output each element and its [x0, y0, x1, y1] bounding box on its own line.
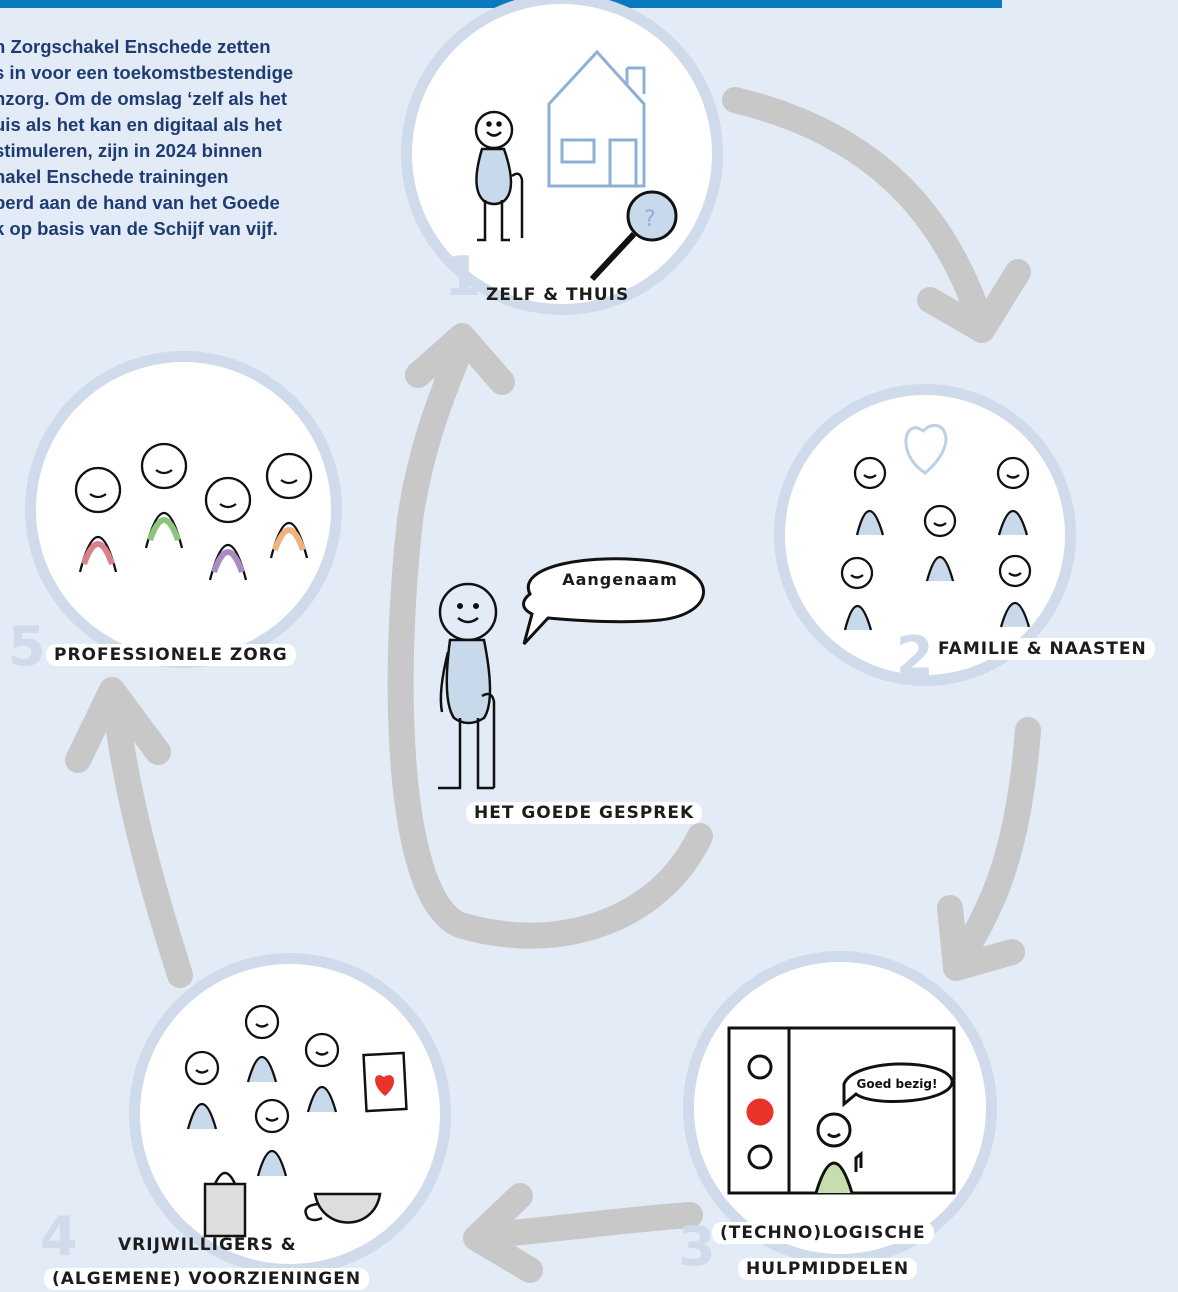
arrow-1-to-2: [722, 87, 993, 333]
top-banner: [0, 0, 1002, 8]
arrow-head-4-5: [65, 677, 171, 773]
step-5-number: 5: [8, 615, 46, 678]
arrow-3-to-4: [467, 1202, 703, 1249]
step-3-circle: Goed bezig!: [694, 962, 986, 1254]
step-4-number: 4: [40, 1205, 78, 1268]
arrow-head-center-1: [405, 323, 515, 395]
center-person-figure: [438, 557, 705, 790]
center-speech: Aangenaam: [562, 570, 678, 589]
step-1-number: 1: [444, 245, 482, 308]
arrow-head-2-3: [937, 895, 1025, 981]
arrow-head-1-2: [917, 259, 1031, 343]
arrow-4-to-5: [102, 687, 193, 988]
volunteer-figures: [184, 1004, 340, 1177]
family-figures: [840, 456, 1032, 631]
cane-icon: [481, 692, 496, 788]
heart-icon: [904, 423, 948, 475]
magnifier-icon: ?: [589, 190, 678, 282]
screen-speech: Goed bezig!: [857, 1077, 938, 1091]
step-4-label-line1: Vrijwilligers &: [118, 1235, 297, 1255]
svg-text:?: ?: [644, 207, 656, 232]
step-4-label-line2: (algemene) voorzieningen: [44, 1268, 370, 1290]
step-3-label-line2: hulpmiddelen: [738, 1258, 918, 1280]
cane-icon: [511, 172, 524, 238]
tablet-screen: [727, 1026, 956, 1195]
step-1-label: Zelf & thuis: [486, 285, 630, 305]
arrow-center-to-1: [387, 332, 713, 949]
teacup-icon: [304, 1192, 382, 1224]
professional-figures: [74, 442, 313, 581]
step-2-number: 2: [896, 625, 934, 688]
step-2-circle: [785, 395, 1065, 675]
elderly-person-figure: [474, 110, 524, 242]
playing-card-icon: [362, 1051, 408, 1113]
step-5-circle: [36, 362, 331, 657]
intro-paragraph: n Zorgschakel Enschede zetten s in voor …: [0, 36, 294, 239]
step-4-circle: [140, 964, 440, 1264]
step-5-label: Professionele zorg: [46, 644, 296, 666]
center-label: Het goede gesprek: [466, 802, 703, 824]
arrow-2-to-3: [947, 717, 1041, 973]
arrow-head-3-4: [463, 1183, 543, 1283]
screen-person: [814, 1112, 863, 1194]
step-3-number: 3: [678, 1215, 716, 1278]
house-icon: [547, 49, 646, 188]
step-3-label-line1: (Techno)logische: [712, 1222, 934, 1244]
step-2-label: Familie & naasten: [930, 638, 1155, 660]
step-1-circle: ?: [412, 4, 712, 304]
shopping-bag-icon: [203, 1171, 247, 1238]
